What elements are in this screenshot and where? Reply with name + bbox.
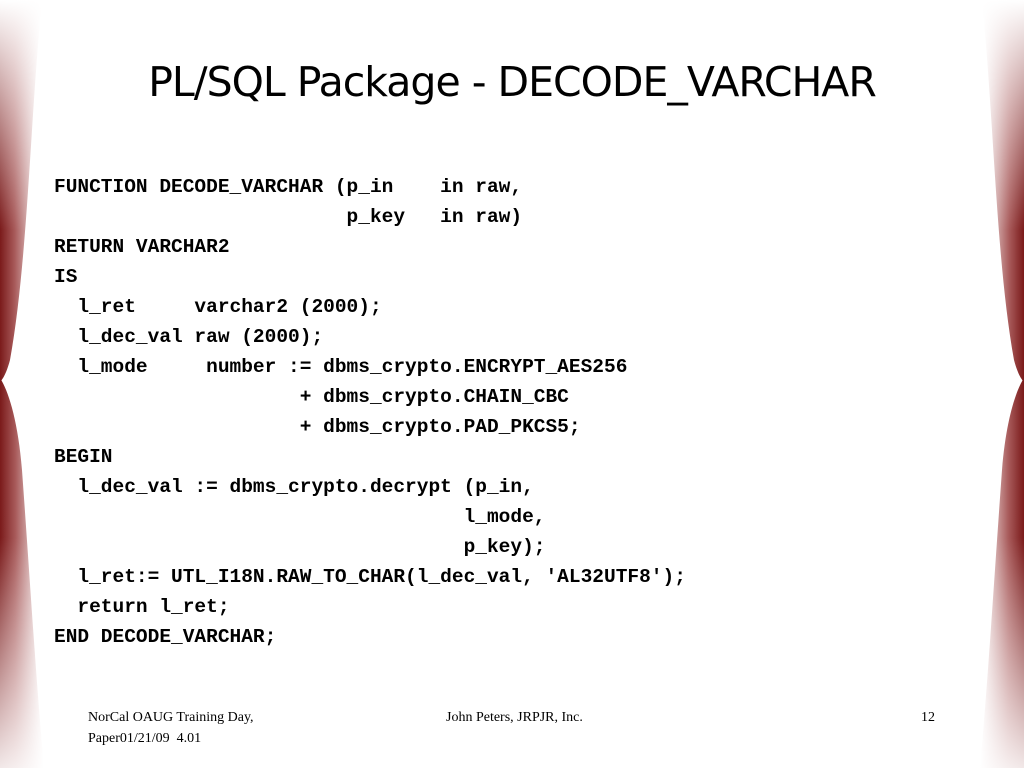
code-line: l_ret varchar2 (2000); <box>54 296 382 318</box>
code-line: END DECODE_VARCHAR; <box>54 626 277 648</box>
right-curtain-decoration <box>964 0 1024 768</box>
code-block: FUNCTION DECODE_VARCHAR (p_in in raw, p_… <box>54 172 686 652</box>
code-line: l_dec_val raw (2000); <box>54 326 324 348</box>
footer-paper-line: Paper01/21/09 4.01 <box>88 731 202 746</box>
code-line: l_ret:= UTL_I18N.RAW_TO_CHAR(l_dec_val, … <box>54 566 686 588</box>
code-line: + dbms_crypto.PAD_PKCS5; <box>54 416 581 438</box>
code-line: + dbms_crypto.CHAIN_CBC <box>54 386 569 408</box>
code-line: BEGIN <box>54 446 113 468</box>
code-line: l_mode, <box>54 506 546 528</box>
code-line: RETURN VARCHAR2 <box>54 236 230 258</box>
left-curtain-decoration <box>0 0 60 768</box>
footer-event-info: NorCal OAUG Training Day, Paper01/21/09 … <box>88 707 348 749</box>
code-line: p_key in raw) <box>54 206 523 228</box>
code-line: FUNCTION DECODE_VARCHAR (p_in in raw, <box>54 176 523 198</box>
footer-page-number: 12 <box>921 710 935 725</box>
code-line: IS <box>54 266 78 288</box>
slide-title: PL/SQL Package - DECODE_VARCHAR <box>148 58 877 106</box>
code-line: return l_ret; <box>54 596 230 618</box>
code-line: l_dec_val := dbms_crypto.decrypt (p_in, <box>54 476 534 498</box>
footer-author: John Peters, JRPJR, Inc. <box>446 710 583 725</box>
code-line: l_mode number := dbms_crypto.ENCRYPT_AES… <box>54 356 628 378</box>
footer-event-line: NorCal OAUG Training Day, <box>88 710 254 725</box>
code-line: p_key); <box>54 536 546 558</box>
